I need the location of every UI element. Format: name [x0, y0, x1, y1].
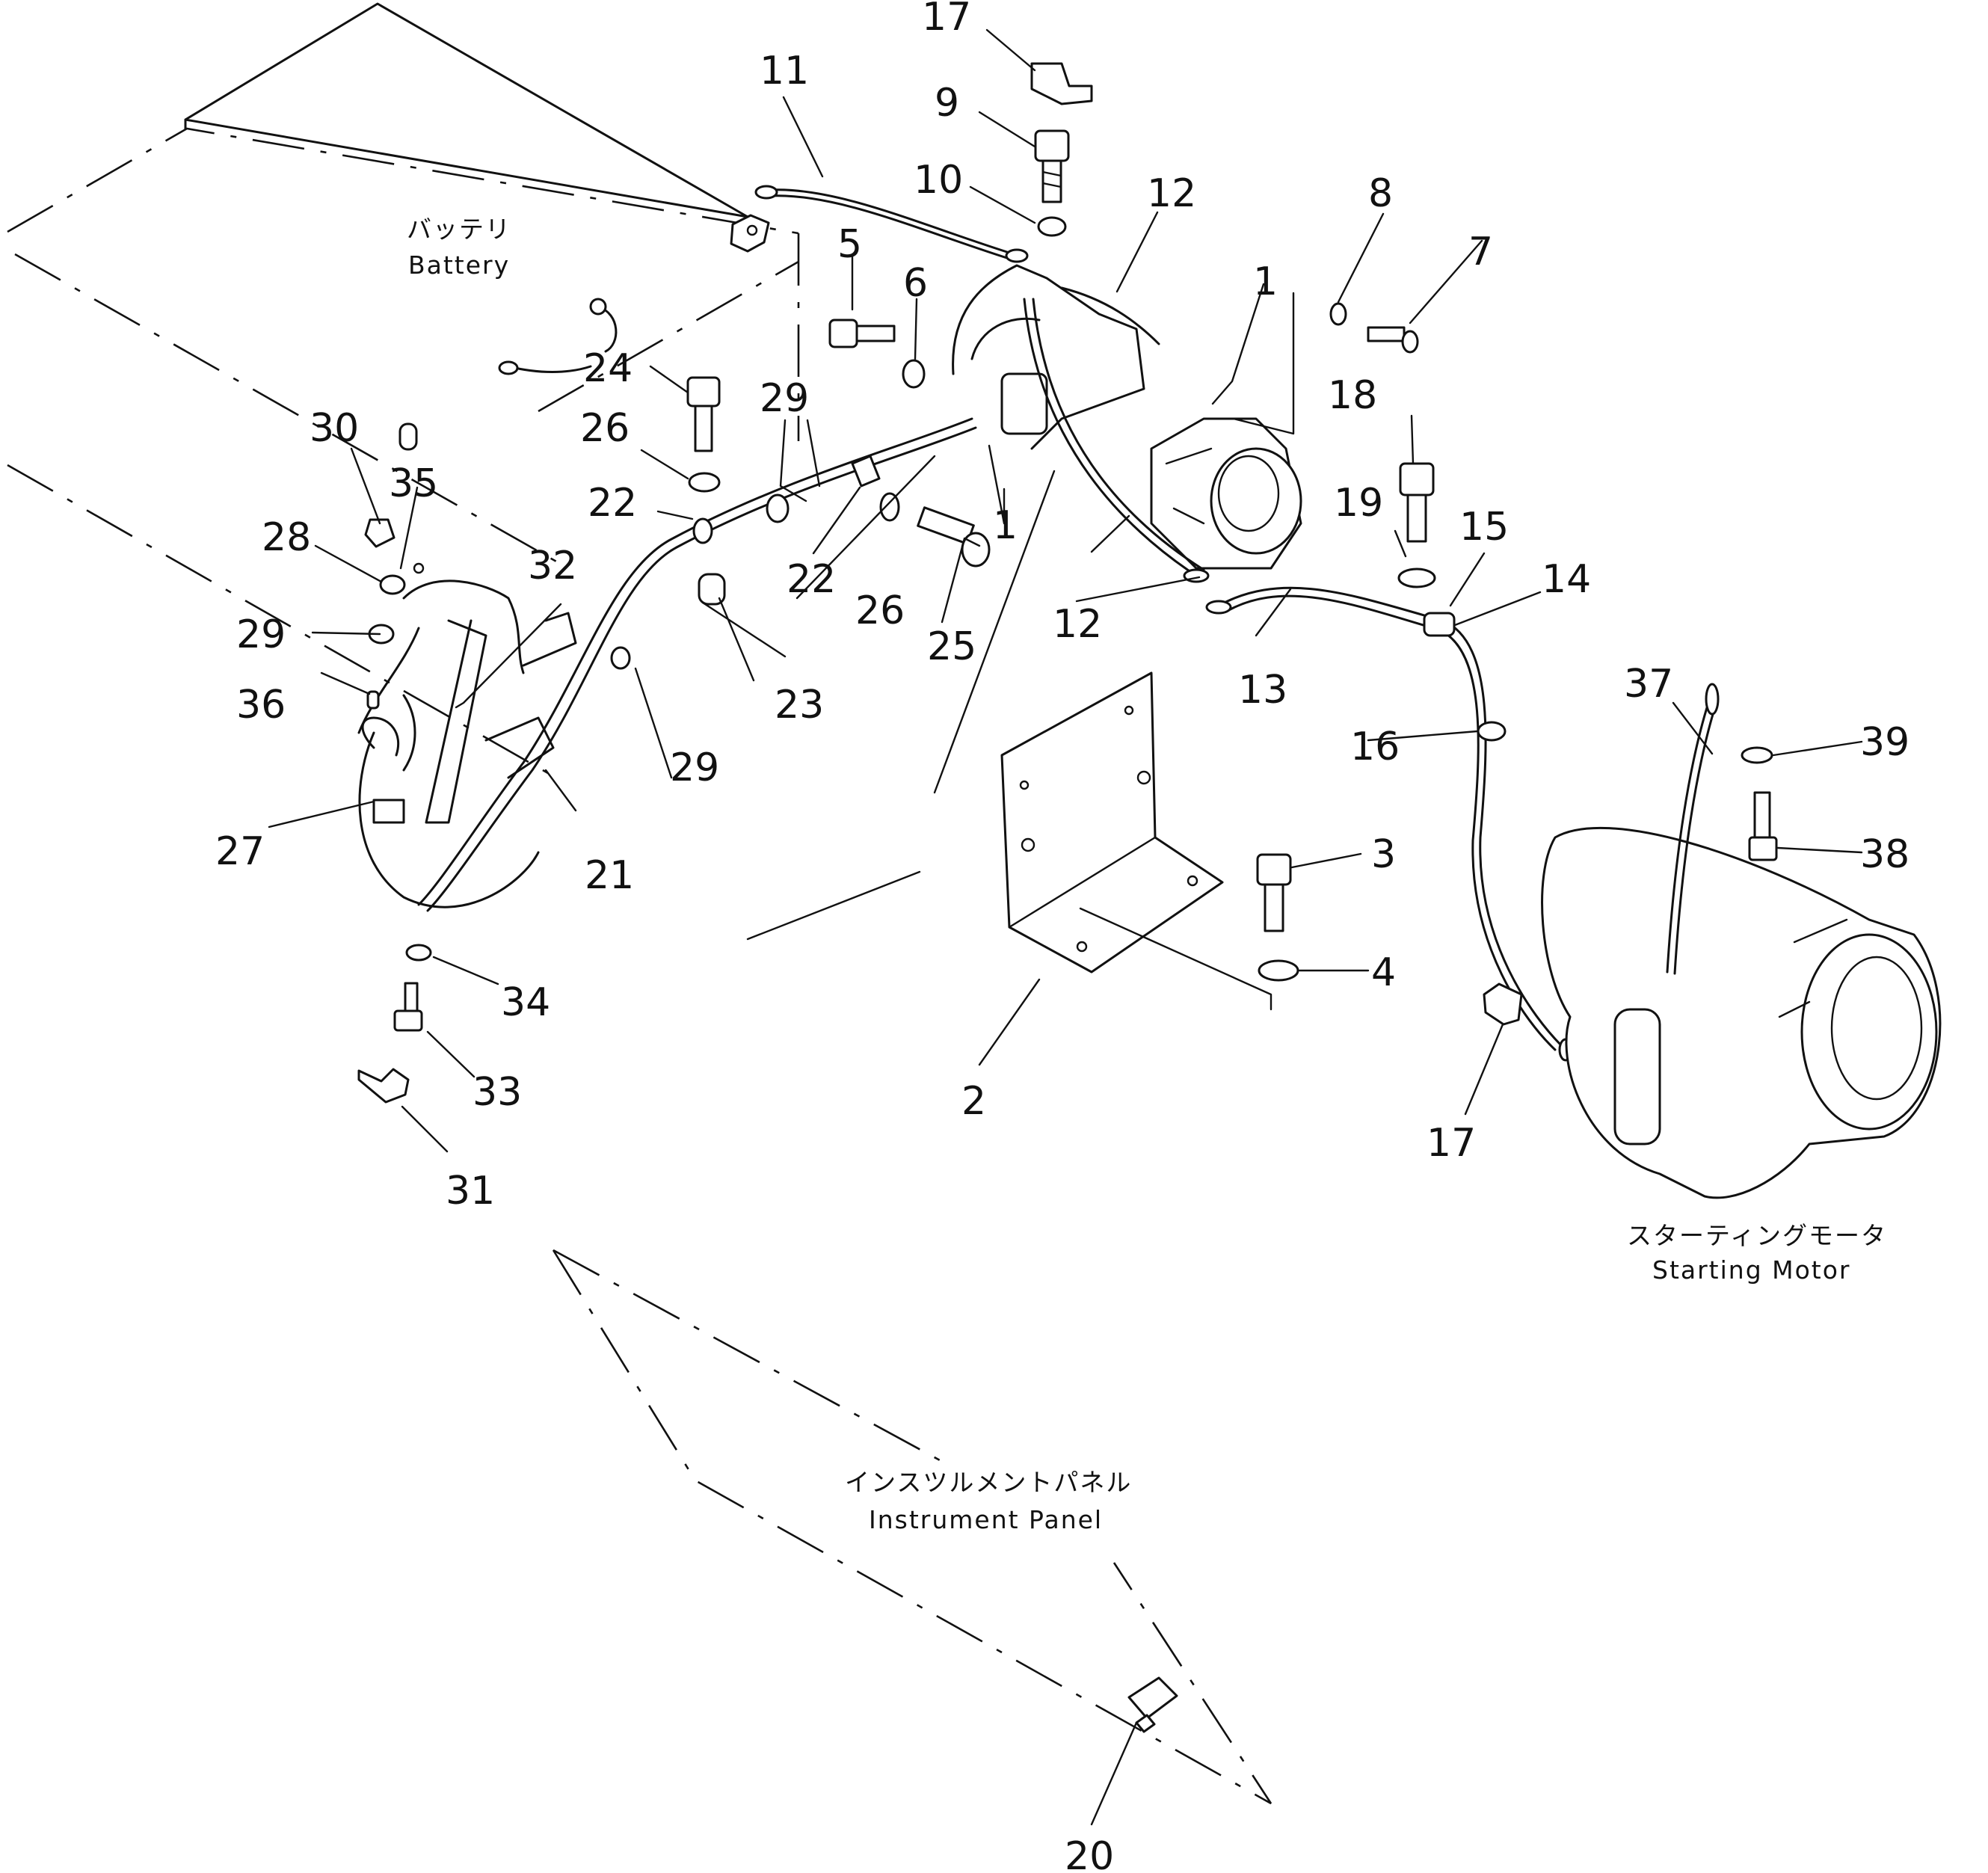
- terminal-cap-17: [1030, 62, 1093, 105]
- callout-4: 4: [1371, 950, 1396, 995]
- left-small-parts: [364, 422, 425, 710]
- washer-39: [1741, 746, 1773, 764]
- instrument-panel-outline: [552, 1249, 1272, 1805]
- callout-7: 7: [1468, 230, 1493, 274]
- callout-5: 5: [837, 222, 862, 267]
- spacer-23: [698, 573, 726, 606]
- callout-28: 28: [262, 515, 311, 560]
- callout-13: 13: [1238, 668, 1287, 713]
- callout-29b: 29: [236, 612, 286, 657]
- callout-12a: 12: [1147, 171, 1196, 216]
- callout-10: 10: [914, 158, 963, 203]
- bolt-9: [1034, 129, 1070, 203]
- starting-motor: [1541, 826, 1942, 1199]
- callout-8: 8: [1368, 171, 1393, 216]
- callout-18: 18: [1328, 373, 1377, 418]
- callout-22b: 22: [787, 557, 836, 602]
- callout-17a: 17: [922, 0, 971, 40]
- callout-1a: 1: [1253, 259, 1278, 304]
- caption-panel-en: Instrument Panel: [869, 1505, 1103, 1534]
- callout-14: 14: [1542, 557, 1591, 602]
- bolt-5: [828, 319, 896, 348]
- callout-25: 25: [927, 624, 976, 669]
- callout-36: 36: [236, 683, 286, 728]
- washer-6: [902, 359, 926, 389]
- callout-3: 3: [1371, 832, 1396, 877]
- washer-26a: [688, 472, 721, 493]
- callout-15: 15: [1459, 505, 1509, 550]
- callout-6: 6: [903, 261, 928, 306]
- callout-17b: 17: [1427, 1121, 1476, 1166]
- mount-plate-2: [933, 470, 1272, 1011]
- washer-4: [1258, 959, 1299, 982]
- callout-1b: 1: [993, 503, 1018, 548]
- callout-37: 37: [1624, 662, 1673, 707]
- callout-23: 23: [775, 683, 824, 728]
- callout-38: 38: [1860, 832, 1909, 877]
- callout-33: 33: [473, 1070, 522, 1115]
- callout-22a: 22: [588, 481, 637, 526]
- cap-31: [357, 1068, 410, 1104]
- callout-11: 11: [760, 49, 809, 93]
- caption-battery-en: Battery: [408, 250, 510, 280]
- callout-2: 2: [961, 1079, 986, 1124]
- caption-battery-jp: バッテリ: [407, 215, 511, 244]
- nut-38: [1748, 791, 1778, 861]
- caption-motor-jp: スターティングモータ: [1627, 1221, 1887, 1250]
- relay-body: [1150, 417, 1302, 570]
- callout-26a: 26: [580, 406, 630, 451]
- terminal-cap-17b: [1483, 982, 1523, 1026]
- callout-26b: 26: [855, 588, 905, 633]
- callout-29c: 29: [670, 745, 719, 790]
- callout-39: 39: [1860, 720, 1909, 765]
- callout-12b: 12: [1053, 602, 1102, 647]
- callout-24: 24: [583, 346, 633, 391]
- callout-20: 20: [1065, 1834, 1114, 1873]
- harness-21: [417, 417, 977, 912]
- battery-outline: [7, 2, 800, 778]
- callout-29a: 29: [760, 376, 809, 421]
- callout-32: 32: [528, 544, 577, 588]
- callout-16: 16: [1350, 725, 1400, 769]
- left-assembly: [357, 579, 577, 908]
- callout-27: 27: [215, 829, 265, 874]
- relay-bracket: [952, 264, 1145, 450]
- caption-panel-jp: インスツルメントパネル: [845, 1468, 1132, 1497]
- callout-30: 30: [310, 406, 359, 451]
- screw-7: [1367, 326, 1419, 354]
- washer-19: [1397, 568, 1436, 588]
- part-20: [1127, 1676, 1178, 1733]
- cable-11: [754, 185, 1029, 263]
- washer-8: [1329, 302, 1347, 326]
- leader-lines: [268, 28, 1863, 1826]
- callout-35: 35: [389, 461, 438, 506]
- washer-34: [405, 944, 432, 962]
- bolt-18: [1399, 462, 1435, 543]
- cable-24: [498, 298, 618, 375]
- caption-motor-en: Starting Motor: [1652, 1255, 1851, 1285]
- washer-26b: [879, 492, 900, 522]
- cable-37: [1666, 683, 1720, 975]
- bolt-3: [1256, 853, 1292, 932]
- callout-9: 9: [935, 81, 959, 126]
- callout-labels: 17 9 11 10 12 8 7 5 6 1 24 18 30 26 29 3…: [215, 0, 1909, 1873]
- callout-34: 34: [501, 980, 550, 1025]
- nut-33: [393, 982, 423, 1032]
- bolt-25: [917, 506, 991, 568]
- callout-19: 19: [1334, 481, 1383, 526]
- cable-13: [1205, 586, 1573, 1062]
- callout-31: 31: [446, 1169, 495, 1214]
- bolt-24: [686, 376, 721, 452]
- battery-terminal: [730, 214, 770, 253]
- callout-21: 21: [585, 853, 634, 898]
- washer-10: [1037, 216, 1067, 237]
